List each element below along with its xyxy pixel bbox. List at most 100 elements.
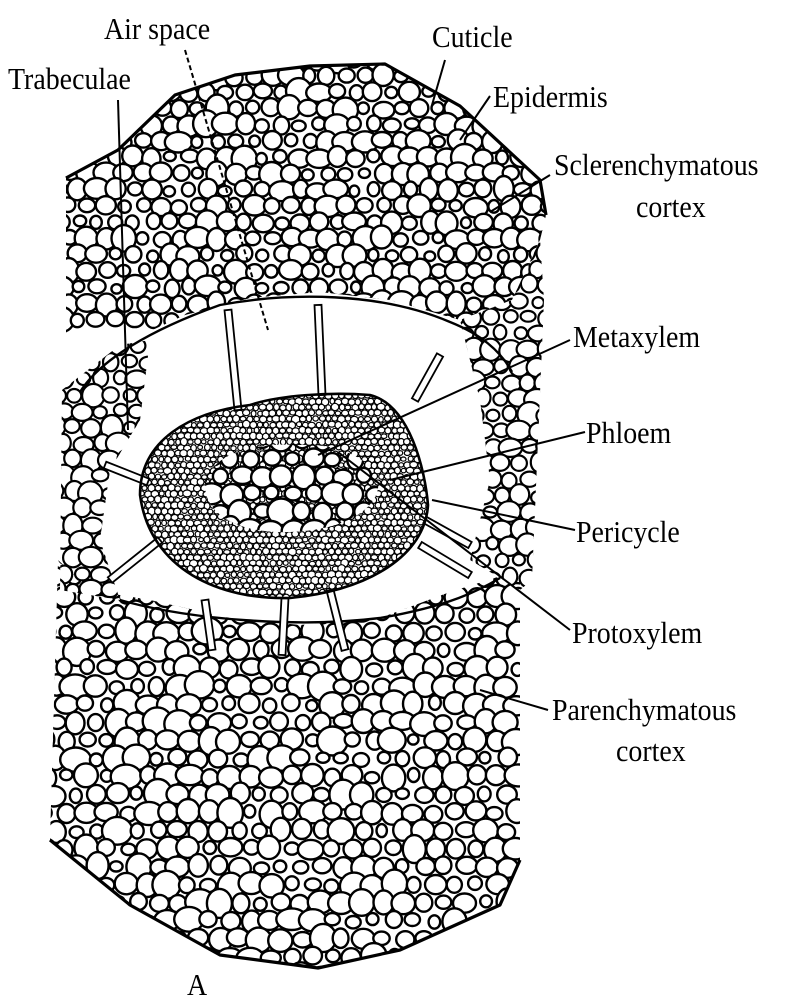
cell bbox=[367, 583, 374, 591]
cell bbox=[328, 410, 334, 416]
cell bbox=[211, 525, 218, 531]
cell bbox=[171, 583, 178, 590]
cell bbox=[35, 942, 59, 968]
cell bbox=[151, 582, 159, 590]
cell bbox=[293, 280, 309, 296]
cell bbox=[405, 550, 424, 572]
cell bbox=[427, 560, 434, 566]
cell bbox=[408, 734, 419, 744]
cell bbox=[37, 624, 55, 640]
cell bbox=[249, 387, 256, 393]
cell bbox=[142, 439, 148, 445]
cell bbox=[155, 945, 178, 971]
cell bbox=[363, 308, 384, 333]
cell bbox=[165, 572, 170, 577]
cell bbox=[394, 456, 400, 463]
cell bbox=[400, 560, 408, 568]
cell bbox=[496, 554, 509, 567]
cell bbox=[365, 417, 371, 422]
cell bbox=[385, 313, 400, 329]
cell bbox=[408, 595, 414, 601]
cell bbox=[379, 474, 384, 479]
cell bbox=[106, 115, 126, 132]
cell bbox=[267, 532, 272, 537]
cell bbox=[253, 394, 259, 399]
cell bbox=[353, 554, 358, 560]
cell bbox=[326, 405, 331, 410]
cell bbox=[408, 515, 413, 520]
cell bbox=[378, 542, 384, 548]
cell bbox=[409, 554, 417, 560]
cell bbox=[196, 948, 220, 966]
cell bbox=[175, 393, 181, 400]
cell bbox=[462, 283, 473, 293]
cell bbox=[275, 537, 282, 544]
cell bbox=[180, 450, 188, 457]
cell bbox=[144, 409, 152, 417]
cell bbox=[292, 121, 306, 132]
cell bbox=[293, 543, 298, 548]
cell bbox=[114, 371, 126, 384]
cell bbox=[99, 625, 115, 638]
cell bbox=[200, 404, 208, 412]
cell bbox=[131, 823, 144, 838]
cell bbox=[130, 968, 144, 981]
cell bbox=[424, 531, 431, 537]
cell bbox=[245, 232, 260, 246]
cell bbox=[98, 910, 117, 930]
cell bbox=[260, 578, 265, 583]
cell bbox=[148, 555, 155, 561]
cell bbox=[388, 410, 394, 417]
cell bbox=[445, 262, 467, 281]
cell bbox=[304, 134, 317, 148]
cell bbox=[164, 594, 170, 601]
cell bbox=[52, 119, 66, 132]
trabecula-strand bbox=[108, 537, 162, 582]
cell bbox=[262, 387, 269, 394]
cell bbox=[102, 488, 116, 500]
cell bbox=[181, 578, 187, 584]
cell bbox=[296, 584, 302, 589]
cell bbox=[287, 439, 293, 445]
cell bbox=[371, 226, 392, 249]
cell bbox=[423, 949, 444, 967]
cell bbox=[263, 584, 269, 589]
cell bbox=[328, 538, 335, 543]
cell bbox=[416, 967, 431, 979]
cell bbox=[394, 398, 401, 405]
cell bbox=[195, 439, 201, 445]
cell bbox=[112, 933, 123, 945]
cell bbox=[296, 715, 310, 730]
cell bbox=[142, 405, 148, 410]
cell bbox=[519, 130, 544, 152]
cell bbox=[228, 639, 249, 660]
cell bbox=[139, 525, 145, 531]
cell bbox=[383, 578, 391, 585]
cell bbox=[139, 264, 150, 276]
cell bbox=[358, 589, 365, 597]
cell bbox=[401, 445, 407, 451]
trabecula-strand bbox=[225, 310, 242, 411]
cell bbox=[178, 595, 184, 600]
cell bbox=[391, 393, 396, 399]
cell bbox=[506, 799, 527, 823]
cell bbox=[146, 312, 161, 328]
cell bbox=[90, 500, 109, 515]
cell bbox=[428, 479, 434, 486]
cell bbox=[486, 948, 505, 964]
cell bbox=[148, 404, 155, 412]
cell bbox=[158, 50, 181, 69]
cell bbox=[152, 421, 159, 429]
cell bbox=[336, 502, 353, 519]
cell bbox=[359, 542, 365, 549]
cell bbox=[420, 584, 427, 589]
cell bbox=[415, 595, 420, 601]
cell bbox=[302, 169, 314, 180]
cell bbox=[155, 405, 160, 410]
cell bbox=[221, 416, 227, 421]
cell bbox=[128, 436, 148, 454]
cell bbox=[282, 297, 298, 310]
cell bbox=[47, 482, 63, 499]
cell bbox=[293, 861, 308, 873]
cell bbox=[463, 472, 486, 491]
